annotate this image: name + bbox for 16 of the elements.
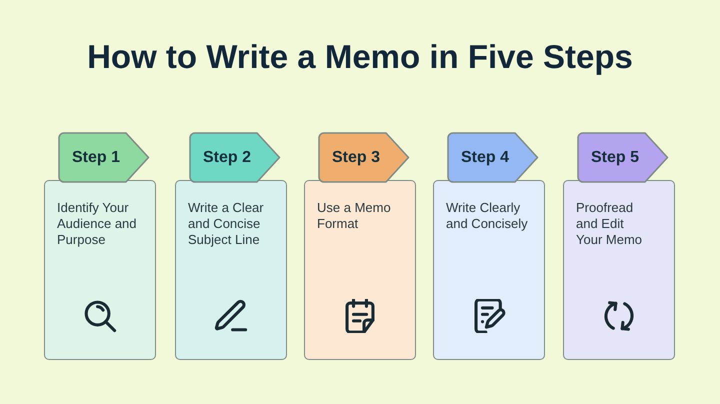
step-tag: Step 5 <box>577 132 669 183</box>
step-tag: Step 1 <box>58 132 150 183</box>
step-tag: Step 4 <box>447 132 539 183</box>
step-tag: Step 3 <box>318 132 410 183</box>
step-card <box>563 180 675 360</box>
step-description: Identify Your Audience and Purpose <box>57 200 138 248</box>
step-description: Write a Clear and Concise Subject Line <box>188 200 265 248</box>
step-description: Proofread and Edit Your Memo <box>576 200 643 248</box>
step-description: Write Clearly and Concisely <box>446 200 529 232</box>
step-card <box>304 180 416 360</box>
step-tag: Step 2 <box>189 132 281 183</box>
step-description: Use a Memo Format <box>317 200 392 232</box>
step-card <box>44 180 156 360</box>
step-card <box>175 180 287 360</box>
title: How to Write a Memo in Five Steps <box>87 38 633 76</box>
step-card <box>433 180 545 360</box>
